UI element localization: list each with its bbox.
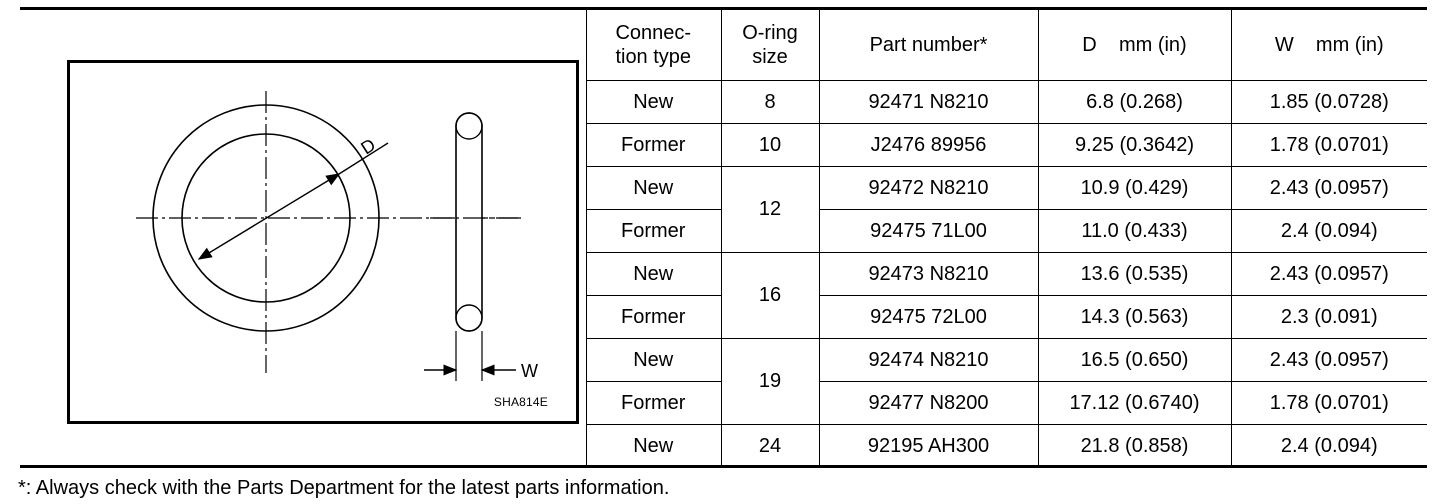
parts-footnote: *: Always check with the Parts Departmen… — [18, 477, 670, 499]
cell-oring-size: 19 — [720, 337, 820, 425]
oring-figure: D W SHA814E — [67, 60, 579, 424]
header-w: W mm (in) — [1230, 10, 1427, 81]
cell-d: 13.6 (0.535) — [1037, 251, 1232, 296]
cell-connection-type: New — [586, 79, 722, 124]
cell-d: 10.9 (0.429) — [1037, 165, 1232, 210]
cell-connection-type: New — [586, 251, 722, 296]
cell-w: 2.4 (0.094) — [1230, 423, 1427, 467]
cell-part-number: 92475 72L00 — [818, 294, 1039, 339]
cell-w: 1.85 (0.0728) — [1230, 79, 1427, 124]
cell-connection-type: New — [586, 423, 722, 467]
cell-oring-size: 10 — [720, 122, 820, 167]
cell-d: 9.25 (0.3642) — [1037, 122, 1232, 167]
oring-section-bottom — [455, 304, 483, 332]
header-part-number: Part number* — [818, 10, 1039, 81]
cell-d: 17.12 (0.6740) — [1037, 380, 1232, 425]
cell-connection-type: Former — [586, 294, 722, 339]
cell-oring-size: 8 — [720, 79, 820, 124]
cell-part-number: 92473 N8210 — [818, 251, 1039, 296]
table-row: Former 92475 72L00 14.3 (0.563) 2.3 (0.0… — [586, 294, 1427, 339]
oring-section-top — [455, 112, 483, 140]
cell-d: 11.0 (0.433) — [1037, 208, 1232, 253]
table-row: New 16 92473 N8210 13.6 (0.535) 2.43 (0.… — [586, 251, 1427, 339]
cell-part-number: 92474 N8210 — [818, 337, 1039, 382]
table-row: Former 92477 N8200 17.12 (0.6740) 1.78 (… — [586, 380, 1427, 425]
cell-part-number: 92477 N8200 — [818, 380, 1039, 425]
cell-part-number: 92475 71L00 — [818, 208, 1039, 253]
cell-d: 6.8 (0.268) — [1037, 79, 1232, 124]
header-oring-size: O-ring size — [720, 10, 820, 81]
cell-oring-size: 12 — [720, 165, 820, 253]
table-header-row: Connec- tion type O-ring size Part numbe… — [586, 10, 1427, 81]
figure-code: SHA814E — [493, 395, 548, 409]
spec-frame: D W SHA814E Connec- tion type O- — [20, 7, 1427, 468]
cell-part-number: 92471 N8210 — [818, 79, 1039, 124]
table-row: Former 10 J2476 89956 9.25 (0.3642) 1.78… — [586, 122, 1427, 167]
table-row: New 12 92472 N8210 10.9 (0.429) 2.43 (0.… — [586, 165, 1427, 253]
cell-part-number: J2476 89956 — [818, 122, 1039, 167]
cell-oring-size: 16 — [720, 251, 820, 339]
d-leader-line — [338, 142, 389, 175]
d-dimension-arrow — [197, 173, 341, 260]
header-connection-type: Connec- tion type — [586, 10, 722, 81]
table-row: New 19 92474 N8210 16.5 (0.650) 2.43 (0.… — [586, 337, 1427, 425]
cell-part-number: 92195 AH300 — [818, 423, 1039, 467]
header-d: D mm (in) — [1037, 10, 1232, 81]
cell-connection-type: New — [586, 165, 722, 210]
cell-connection-type: Former — [586, 122, 722, 167]
cell-w: 2.3 (0.091) — [1230, 294, 1427, 339]
cell-part-number: 92472 N8210 — [818, 165, 1039, 210]
cell-w: 1.78 (0.0701) — [1230, 380, 1427, 425]
cell-oring-size: 24 — [720, 423, 820, 467]
cell-w: 1.78 (0.0701) — [1230, 122, 1427, 167]
illustration-cell: D W SHA814E — [20, 10, 587, 465]
cell-w: 2.43 (0.0957) — [1230, 165, 1427, 210]
table-row: New 8 92471 N8210 6.8 (0.268) 1.85 (0.07… — [586, 79, 1427, 124]
oring-side-view — [455, 112, 483, 332]
table-row: New 24 92195 AH300 21.8 (0.858) 2.4 (0.0… — [586, 423, 1427, 467]
cell-connection-type: Former — [586, 380, 722, 425]
cell-w: 2.43 (0.0957) — [1230, 337, 1427, 382]
cell-connection-type: New — [586, 337, 722, 382]
oring-spec-table: Connec- tion type O-ring size Part numbe… — [586, 10, 1427, 467]
cell-d: 14.3 (0.563) — [1037, 294, 1232, 339]
w-label: W — [521, 361, 538, 381]
table-row: Former 92475 71L00 11.0 (0.433) 2.4 (0.0… — [586, 208, 1427, 253]
cell-d: 21.8 (0.858) — [1037, 423, 1232, 467]
cell-connection-type: Former — [586, 208, 722, 253]
cell-w: 2.4 (0.094) — [1230, 208, 1427, 253]
cell-d: 16.5 (0.650) — [1037, 337, 1232, 382]
oring-diagram: D W — [136, 91, 538, 381]
cell-w: 2.43 (0.0957) — [1230, 251, 1427, 296]
